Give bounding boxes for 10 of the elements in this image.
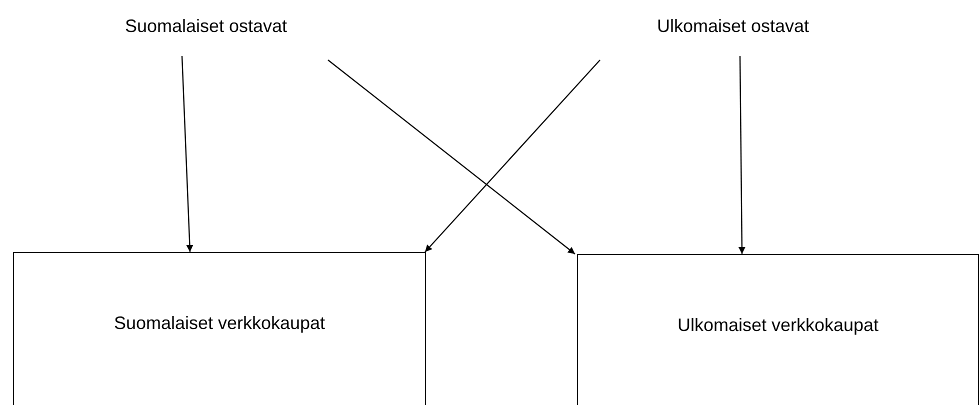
actor-label: Suomalaiset ostavat	[124, 16, 288, 36]
process-box	[577, 254, 979, 405]
process-box	[13, 252, 426, 405]
arrow	[424, 60, 600, 252]
arrow	[328, 60, 576, 254]
box-label: Ulkomaiset verkkokaupat	[677, 315, 879, 336]
box-label: Suomalaiset verkkokaupat	[114, 313, 326, 334]
actor-label: Ulkomaiset ostavat	[656, 16, 810, 36]
arrow	[738, 56, 746, 254]
arrow	[181, 56, 194, 252]
